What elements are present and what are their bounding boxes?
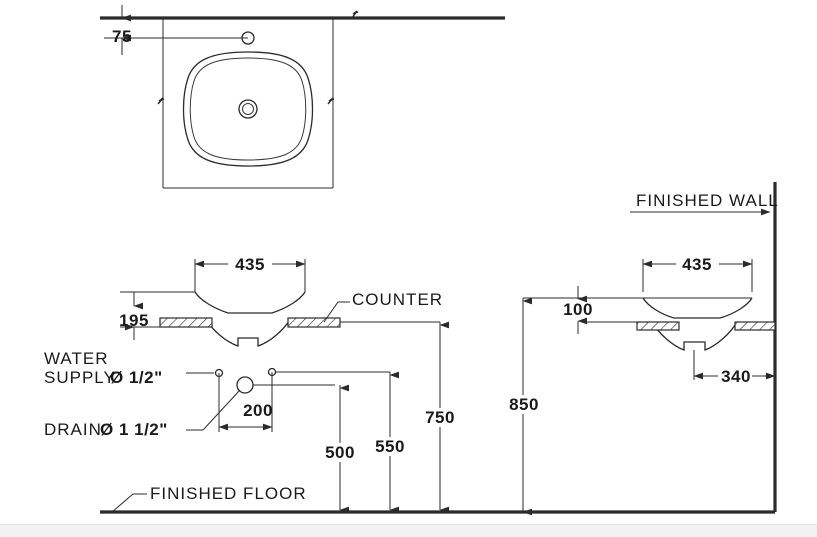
finished-floor-leader bbox=[111, 493, 147, 513]
side-basin-bowl-outline bbox=[651, 321, 738, 351]
front-750-text-mask bbox=[421, 408, 459, 427]
plan-basin-inner-rim bbox=[189, 57, 307, 161]
side-dimension-340: 340 bbox=[721, 367, 751, 386]
plan-wall-break-tick bbox=[351, 10, 359, 19]
front-basin-bowl-outline bbox=[204, 317, 292, 347]
side-dimension-100: 100 bbox=[563, 300, 593, 319]
counter-label: COUNTER bbox=[352, 290, 443, 309]
front-basin-upper-body bbox=[194, 291, 306, 314]
side-dimension-435: 435 bbox=[682, 255, 712, 274]
side-850-text-mask bbox=[505, 395, 543, 414]
finished-wall-label: FINISHED WALL bbox=[636, 191, 779, 210]
front-dimension-500: 500 bbox=[325, 443, 355, 462]
footer-strip bbox=[0, 524, 817, 537]
side-basin-upper-body bbox=[642, 297, 753, 319]
front-dimension-195: 195 bbox=[119, 311, 149, 330]
front-dimension-750: 750 bbox=[425, 408, 455, 427]
front-counter-left-slab bbox=[159, 317, 213, 328]
side-counter-right-slab bbox=[734, 321, 776, 331]
plan-drain-outer bbox=[238, 99, 258, 119]
front-dimension-200: 200 bbox=[243, 401, 273, 420]
water-supply-size-label: Ø 1/2" bbox=[110, 368, 163, 387]
water-supply-label-line1: WATER bbox=[44, 349, 109, 368]
plan-right-break-mark bbox=[327, 97, 335, 105]
front-500-text-mask bbox=[322, 443, 359, 462]
front-550-text-mask bbox=[371, 437, 409, 456]
drain-leader-line bbox=[186, 389, 241, 431]
drain-label: DRAIN bbox=[44, 420, 102, 439]
front-counter-right-slab bbox=[287, 317, 341, 328]
counter-leader-line bbox=[323, 301, 350, 323]
plan-view: 75 bbox=[100, 5, 505, 189]
front-dimension-435: 435 bbox=[235, 255, 265, 274]
side-elevation-view: FINISHED WALL 435 100 bbox=[505, 182, 779, 516]
drain-size-label: Ø 1 1/2" bbox=[100, 420, 168, 439]
plan-dimension-75: 75 bbox=[112, 27, 132, 46]
side-dimension-850: 850 bbox=[509, 395, 539, 414]
plan-basin-outer-rim bbox=[182, 51, 314, 167]
front-elevation-view: 435 195 COUNTER WATER SUPPLY Ø 1/2" bbox=[44, 255, 459, 514]
front-dimension-550: 550 bbox=[375, 437, 405, 456]
plan-drain-inner bbox=[242, 103, 254, 115]
plan-left-break-mark bbox=[157, 97, 165, 105]
side-counter-left-slab bbox=[636, 321, 680, 331]
finished-floor-label: FINISHED FLOOR bbox=[150, 484, 307, 503]
water-supply-label-line2: SUPPLY bbox=[44, 368, 116, 387]
